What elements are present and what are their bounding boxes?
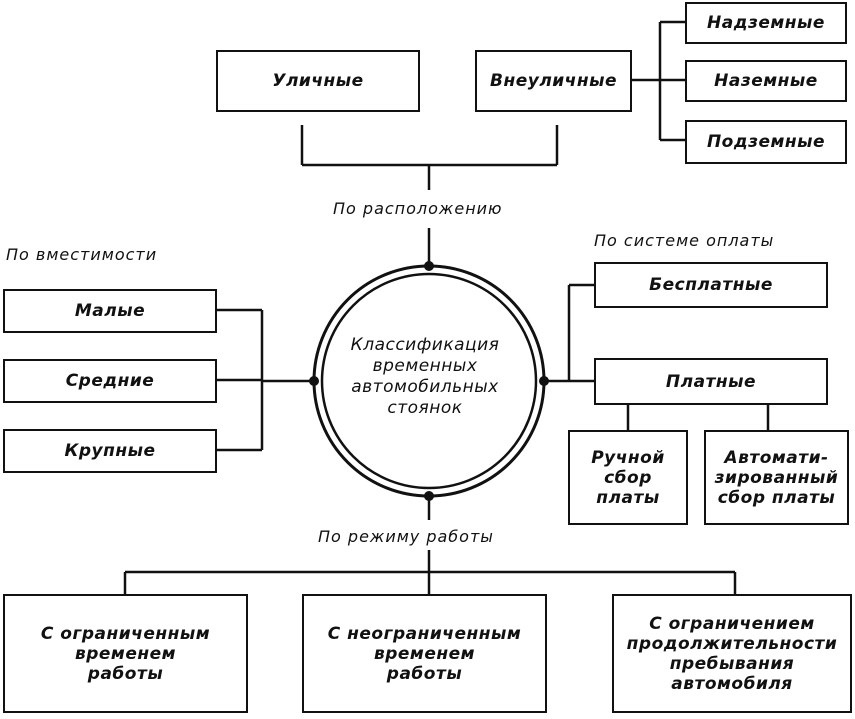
criterion-payment-label: По системе оплаты [594,231,775,250]
capacity-medium-box: Средние [3,359,217,403]
mode-limited-hours-box: С ограниченным временем работы [3,594,248,713]
mode-unlimited-hours-box: С неограниченным временем работы [302,594,547,713]
underground-box: Подземные [685,120,847,164]
criterion-mode-label: По режиму работы [318,527,494,546]
free-parking-box: Бесплатные [594,262,828,308]
automated-payment-box: Автомати- зированный сбор платы [704,430,849,525]
center-title: Классификация временных автомобильных ст… [350,335,500,418]
aboveground-box: Надземные [685,2,847,44]
manual-payment-box: Ручной сбор платы [568,430,688,525]
criterion-location-label: По расположению [333,199,503,218]
junction-dot [309,376,319,386]
criterion-capacity-label: По вместимости [6,245,158,264]
mode-limited-stay-box: С ограничением продолжительности пребыва… [612,594,852,713]
ground-level-box: Наземные [685,60,847,102]
capacity-large-box: Крупные [3,429,217,473]
offstreet-parking-box: Внеуличные [475,50,632,112]
junction-dot [539,376,549,386]
junction-dot [424,491,434,501]
capacity-small-box: Малые [3,289,217,333]
street-parking-box: Уличные [216,50,420,112]
junction-dot [424,261,434,271]
paid-parking-box: Платные [594,358,828,405]
